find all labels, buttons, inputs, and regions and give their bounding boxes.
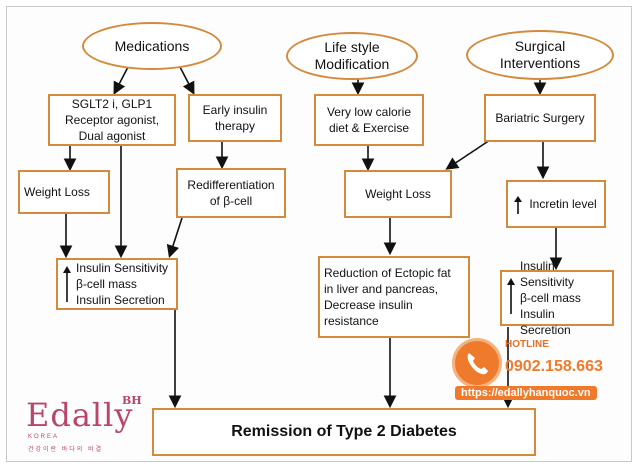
up-arrow-icon [514, 196, 522, 214]
surgical-interventions-oval: Surgical Interventions [466, 30, 614, 80]
insulin-sensitivity-left-box: Insulin Sensitivity β-cell mass Insulin … [56, 258, 178, 310]
insulin-sensitivity-right-label: Insulin Sensitivity β-cell mass Insulin … [520, 258, 581, 338]
insulin-sensitivity-right-box: Insulin Sensitivity β-cell mass Insulin … [500, 259, 614, 337]
logo-brand-sup: BH [122, 394, 142, 407]
weight-loss-left-box: Weight Loss [18, 170, 110, 214]
incretin-level-label: Incretin level [529, 196, 597, 211]
early-insulin-box: Early insulin therapy [188, 94, 282, 142]
website-link[interactable]: https://edallyhanquoc.vn [455, 386, 597, 400]
logo-brand: Edally [26, 396, 134, 434]
sglt2-glp1-box: SGLT2 i, GLP1 Receptor agonist, Dual ago… [48, 94, 176, 146]
ectopic-fat-reduction-box: Reduction of Ectopic fat in liver and pa… [318, 256, 470, 338]
weight-loss-mid-box: Weight Loss [344, 170, 452, 218]
edally-logo: Edally BH KOREA 건강이란 바다의 비결 [26, 394, 156, 460]
medications-oval: Medications [82, 22, 222, 70]
redifferentiation-box: Redifferentiation of β-cell [176, 168, 286, 218]
remission-box: Remission of Type 2 Diabetes [152, 408, 536, 456]
logo-brand-sub: KOREA [28, 434, 60, 440]
low-calorie-diet-box: Very low calorie diet & Exercise [314, 94, 424, 146]
incretin-level-box: Incretin level [506, 180, 606, 228]
insulin-sensitivity-left-label: Insulin Sensitivity β-cell mass Insulin … [76, 260, 169, 308]
bariatric-surgery-box: Bariatric Surgery [484, 94, 596, 142]
up-arrow-icon [63, 266, 71, 302]
hotline-label: HOTLINE [505, 339, 549, 350]
lifestyle-modification-oval: Life style Modification [286, 32, 418, 80]
logo-slogan: 건강이란 바다의 비결 [28, 447, 104, 453]
up-arrow-icon [507, 278, 515, 314]
phone-icon[interactable] [452, 338, 502, 388]
hotline-number[interactable]: 0902.158.663 [505, 358, 603, 375]
